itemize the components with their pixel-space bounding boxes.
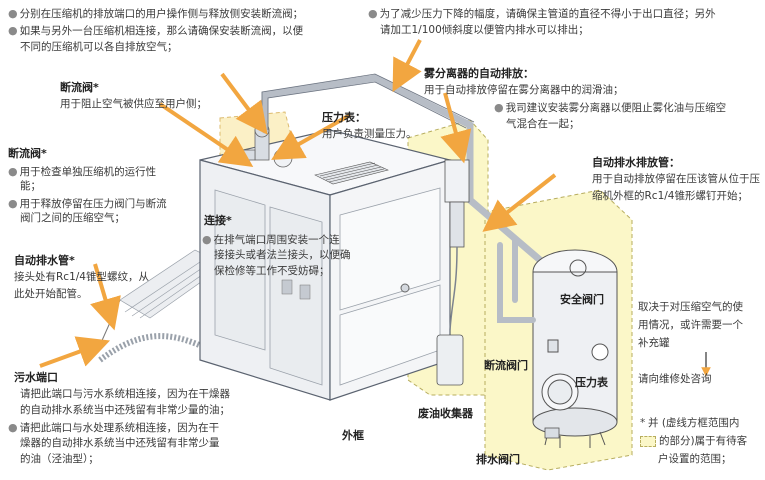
label-sewage-title: 污水端口 [14, 371, 58, 384]
label-safety-valve: 安全阀门 [560, 293, 604, 306]
label-pressure-gauge: 压力表 [575, 376, 608, 389]
label-right-1: 取决于对压缩空气的使 [638, 301, 743, 313]
mist-separator [436, 159, 470, 386]
label-drain-pipe-1: 用于自动排放停留在压该管从位于压 [592, 173, 760, 185]
label-connect-title: 连接* [204, 214, 232, 227]
label-sewage-2a: ●请把此端口与水处理系统相连接，因为在干 [8, 421, 220, 434]
label-drain-valve: 排水阀门 [476, 453, 520, 466]
label-auto-drain-1: 接头处有Rc1/4锥型螺纹，从 [14, 271, 149, 283]
legend-line-1: *并 (虚线方框范围内 [640, 417, 740, 429]
legend-line-3: 户设置的范围； [658, 453, 732, 465]
label-auto-drain-2: 此处开始配管。 [14, 288, 88, 300]
note-top-left-3: 不同的压缩机可以各自排放空气； [20, 41, 178, 53]
label-sewage-1a: 请把此端口与污水系统相连接，因为在干燥器 [20, 388, 230, 400]
label-drain-pipe-title: 自动排水排放管： [592, 156, 680, 169]
label-mist-2b: 气混合在一起； [506, 118, 580, 130]
tank-piping [497, 237, 536, 323]
label-right-consult: 请向维修处咨询 [638, 373, 712, 385]
label-gauge-title: 压力表： [322, 111, 366, 124]
label-sewage-1b: 的自动排水系统当中还残留有非常少量的油； [20, 404, 230, 416]
label-shutoff-top-title: 断流阀* [60, 81, 99, 94]
note-top-left-2: ●如果与另外一台压缩机相连接，那么请确保安装断流阀，以便 [8, 24, 304, 37]
legend-dashed-swatch [640, 435, 656, 447]
label-waste-oil: 废油收集器 [418, 407, 473, 420]
label-connect-3: 保检修等工作不受妨碍； [214, 265, 330, 277]
label-right-2: 用情况，或许需要一个 [638, 319, 743, 331]
label-connect-2: 接接头或者法兰接头，以便确 [214, 249, 351, 261]
label-sewage-2b: 燥器的自动排水系统当中还残留有非常少量 [20, 437, 220, 449]
label-shutoff-top-desc: 用于阻止空气被供应至用户侧； [60, 98, 207, 110]
label-right-3: 补充罐 [638, 337, 670, 349]
label-shutoff-valve: 断流阀门 [484, 359, 528, 372]
note-top-right-1: ●为了减少压力下降的幅度，请确保主管道的直径不得小于出口直径；另外 [368, 7, 716, 20]
label-mist-2a: ●我司建议安装雾分离器以便阻止雾化油与压缩空 [494, 101, 727, 114]
note-top-right-2: 请加工1/100倾斜度以便管内排水可以排出； [380, 24, 589, 36]
drain-valve [544, 427, 560, 439]
label-shutoff-left-2a: ●用于释放停留在压力阀门与断流 [8, 197, 167, 210]
label-connect-1: ●在排气端口周围安装一个连 [202, 233, 340, 246]
label-mist-1: 用于自动排放停留在雾分离器中的润滑油； [424, 84, 624, 96]
label-shutoff-left-1a: ●用于检查单独压缩机的运行性 [8, 165, 157, 178]
label-drain-pipe-2: 缩机外框的Rc1/4锥形螺钉开始； [592, 190, 748, 202]
label-sewage-2c: 的油（泾油型）； [20, 453, 99, 465]
air-receiver-tank [532, 249, 618, 448]
legend-line-2: 的部分)属于有待客 [640, 434, 747, 449]
label-mist-title: 雾分离器的自动排放： [424, 67, 534, 80]
label-frame: 外框 [342, 429, 364, 442]
label-shutoff-left-1b: 能； [20, 180, 41, 192]
drain-hose [98, 333, 212, 363]
label-gauge-desc: 用户负责测量压力。 [322, 128, 417, 140]
label-shutoff-left-title: 断流阀* [8, 147, 47, 160]
note-top-left-1: ●分别在压缩机的排放端口的用户操作侧与释放侧安装断流阀； [8, 7, 304, 20]
label-shutoff-left-2b: 阀门之间的压缩空气； [20, 212, 125, 224]
label-auto-drain-title: 自动排水管* [14, 254, 75, 267]
